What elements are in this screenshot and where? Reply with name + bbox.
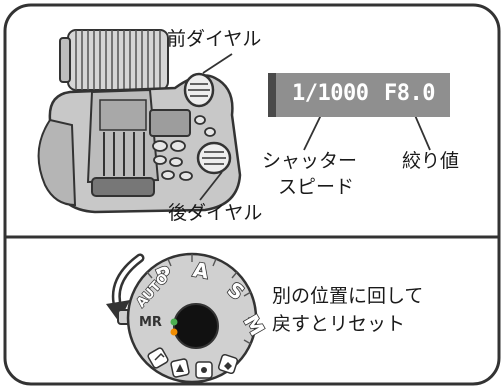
front-dial bbox=[183, 72, 215, 108]
shutter-speed-label-line1: シャッター bbox=[262, 150, 358, 172]
rear-dial-label: 後ダイヤル bbox=[168, 202, 263, 224]
dial-knurling bbox=[146, 254, 256, 345]
camera-buttons bbox=[152, 115, 216, 181]
rear-dial-leader bbox=[199, 171, 223, 201]
flash-hump bbox=[86, 88, 160, 197]
aperture-label: 絞り値 bbox=[402, 150, 460, 172]
camera-grip bbox=[37, 118, 77, 207]
mode-a: A bbox=[191, 257, 211, 283]
front-dial-leader bbox=[202, 53, 233, 74]
rear-dial bbox=[196, 141, 232, 175]
lcd-shutter-speed-value: 1/1000 bbox=[292, 81, 369, 106]
top-lcd-panel bbox=[149, 109, 191, 137]
lcd-display: 1/1000 F8.0 bbox=[268, 73, 450, 117]
front-dial-label: 前ダイヤル bbox=[167, 28, 262, 50]
dial-center-knob bbox=[173, 303, 219, 349]
reset-instruction-line1: 別の位置に回して bbox=[272, 285, 424, 307]
mode-indicator-green bbox=[170, 318, 178, 326]
shutter-speed-label-line2: スピード bbox=[278, 176, 355, 198]
camera-illustration bbox=[37, 29, 242, 214]
shutter-speed-leader bbox=[303, 112, 323, 151]
mode-mr: MR bbox=[139, 315, 162, 330]
lens-barrel bbox=[59, 29, 169, 91]
mode-indicator-orange bbox=[170, 328, 178, 336]
aperture-leader bbox=[413, 112, 431, 151]
scene-mode-icons bbox=[147, 347, 239, 379]
lcd-aperture-value: F8.0 bbox=[384, 81, 435, 106]
reset-instruction-line2: 戻すとリセット bbox=[272, 313, 406, 335]
mode-dial-illustration: S M A P AUTO MR bbox=[106, 252, 270, 384]
